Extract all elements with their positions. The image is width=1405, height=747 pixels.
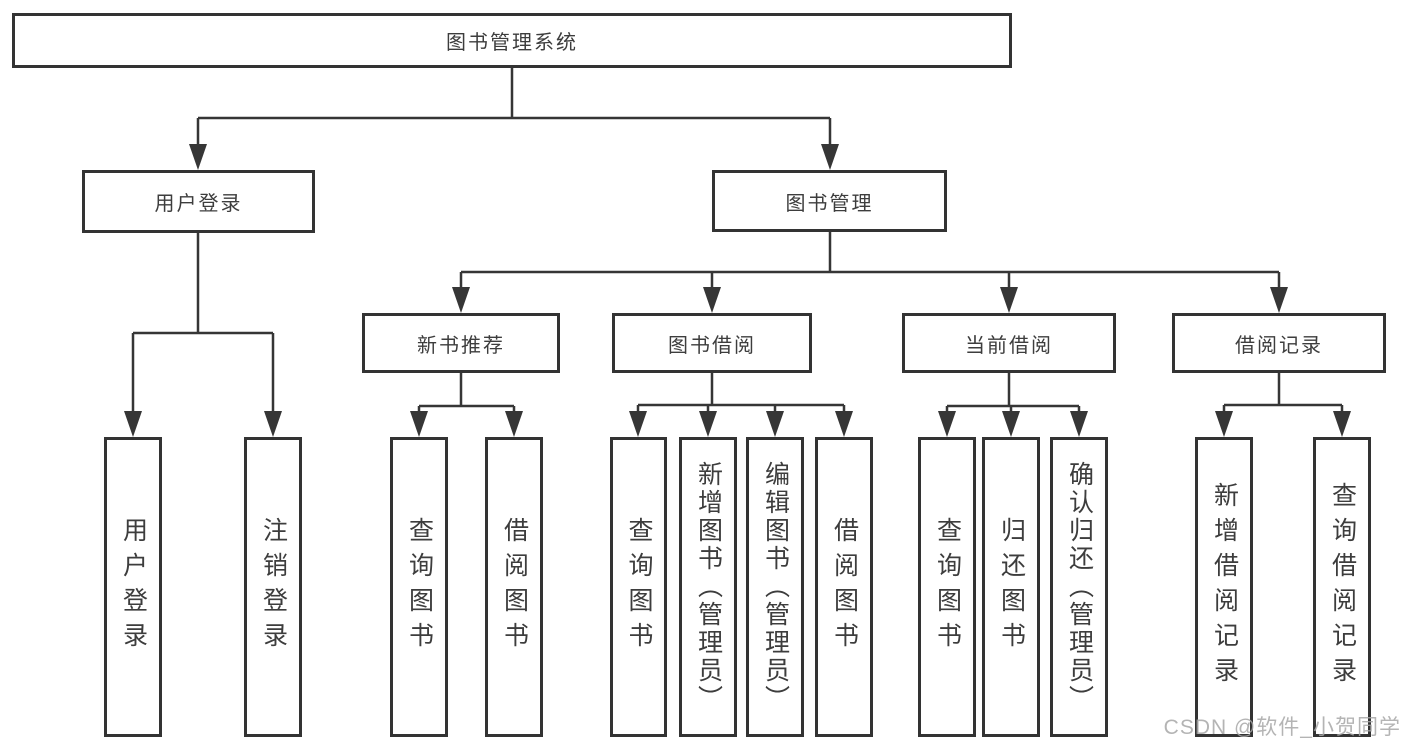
node-label: 归还图书 (997, 517, 1026, 657)
leaf-node-edit-book-admin: 编辑图书（管理员） (746, 437, 804, 737)
arrowhead (1270, 287, 1288, 313)
arrowhead (1215, 411, 1233, 437)
arrowhead (821, 144, 839, 170)
arrowhead (938, 411, 956, 437)
arrowhead (766, 411, 784, 437)
connector-new-book-rec-to-leaves (410, 373, 523, 437)
node-label: 查询图书 (933, 517, 962, 657)
arrowhead (452, 287, 470, 313)
node-label: 确认归还（管理员） (1065, 461, 1094, 713)
node-label: 查询图书 (625, 517, 653, 657)
leaf-node-add-borrow-record: 新增借阅记录 (1195, 437, 1253, 737)
node-borrowing-records: 借阅记录 (1172, 313, 1386, 373)
leaf-node-query-borrow-record: 查询借阅记录 (1313, 437, 1371, 737)
arrowhead (1002, 411, 1020, 437)
arrowhead (699, 411, 717, 437)
node-label: 图书管理 (785, 192, 874, 215)
arrowhead (1333, 411, 1351, 437)
leaf-node-confirm-return-admin: 确认归还（管理员） (1050, 437, 1108, 737)
leaf-node-logout: 注销登录 (244, 437, 302, 737)
node-book-management-module: 图书管理 (712, 170, 947, 232)
node-label: 用户登录 (154, 193, 243, 215)
node-label: 注销登录 (259, 517, 288, 657)
arrowhead (1000, 287, 1018, 313)
node-label: 查询图书 (405, 517, 434, 657)
node-root-library-system: 图书管理系统 (12, 13, 1012, 68)
connector-book-mgmt-to-level3 (452, 232, 1288, 313)
node-label: 编辑图书（管理员） (761, 461, 790, 713)
arrowhead (124, 411, 142, 437)
connector-user-login-to-leaves (124, 233, 282, 437)
connector-borrow-records-to-leaves (1215, 373, 1351, 437)
arrowhead (703, 287, 721, 313)
node-label: 当前借阅 (965, 334, 1053, 357)
node-label: 新增借阅记录 (1210, 482, 1239, 692)
arrowhead (505, 411, 523, 437)
node-book-borrowing: 图书借阅 (612, 313, 812, 373)
node-current-borrowing: 当前借阅 (902, 313, 1116, 373)
leaf-node-user-login: 用户登录 (104, 437, 162, 737)
leaf-node-query-books-current: 查询图书 (918, 437, 976, 737)
leaf-node-borrow-books: 借阅图书 (815, 437, 873, 737)
node-label: 查询借阅记录 (1328, 482, 1357, 692)
node-label: 新书推荐 (417, 334, 505, 357)
leaf-node-query-books-rec: 查询图书 (390, 437, 448, 737)
arrowhead (189, 144, 207, 170)
leaf-node-return-books: 归还图书 (982, 437, 1040, 737)
arrowhead (1070, 411, 1088, 437)
leaf-node-borrow-books-rec: 借阅图书 (485, 437, 543, 737)
node-label: 借阅记录 (1235, 334, 1323, 357)
leaf-node-query-books-borrow: 查询图书 (610, 437, 667, 737)
node-label: 图书管理系统 (446, 32, 578, 54)
arrowhead (264, 411, 282, 437)
node-label: 用户登录 (119, 517, 148, 657)
node-new-book-recommendation: 新书推荐 (362, 313, 560, 373)
arrowhead (629, 411, 647, 437)
arrowhead (410, 411, 428, 437)
arrowhead (835, 411, 853, 437)
node-label: 借阅图书 (500, 517, 529, 657)
csdn-watermark: CSDN @软件_小贺同学 (1163, 716, 1401, 739)
node-label: 新增图书（管理员） (694, 461, 723, 713)
node-label: 图书借阅 (668, 334, 756, 357)
connector-current-borrow-to-leaves (938, 373, 1088, 437)
node-label: 借阅图书 (830, 517, 859, 657)
leaf-node-add-book-admin: 新增图书（管理员） (679, 437, 737, 737)
node-user-login-module: 用户登录 (82, 170, 315, 233)
connector-book-borrow-to-leaves (629, 373, 853, 437)
connector-root-to-level2 (189, 68, 839, 170)
